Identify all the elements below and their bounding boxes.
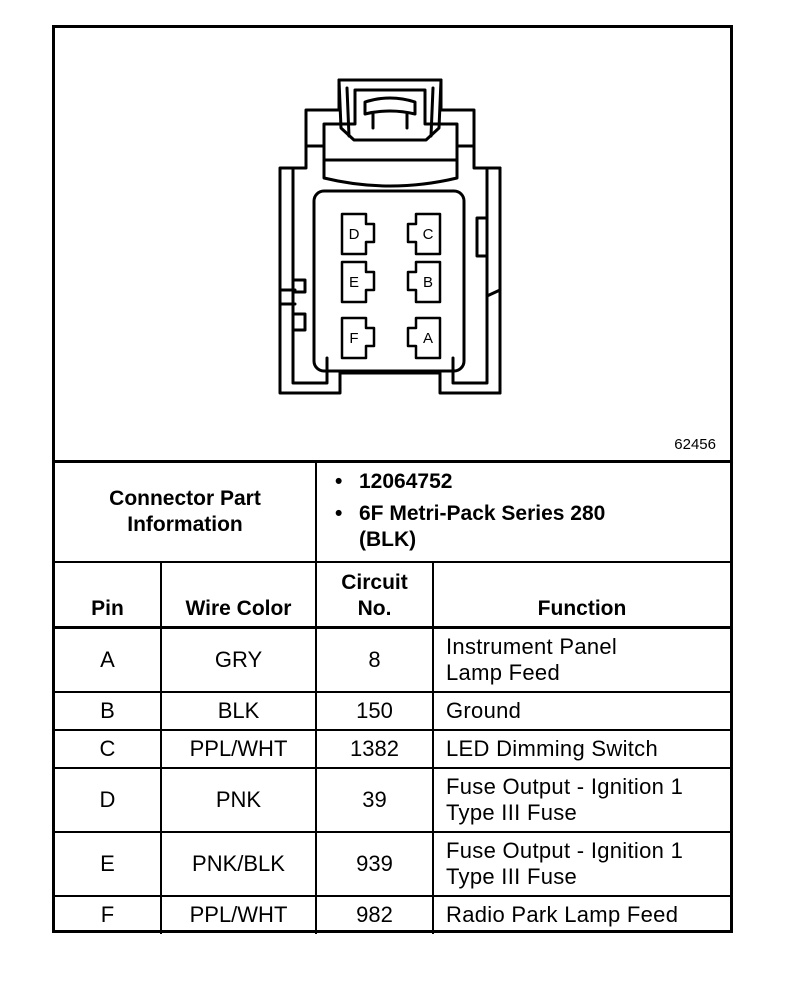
cavity-d: D [340,212,376,256]
cavity-grid: D C E B F A [340,212,442,360]
part-info-list: 12064752 6F Metri-Pack Series 280 (BLK) [317,469,730,553]
wire-color-cell: BLK [160,690,317,731]
function-line: Instrument Panel [446,633,618,659]
function-line: Type III Fuse [446,863,578,889]
connector-diagram: D C E B F A 62456 [55,28,730,460]
part-number: 12064752 [335,469,730,495]
pin-cell: C [55,728,162,769]
cavity-outline [406,212,442,256]
function-header: Function [432,560,730,628]
pinout-table: Connector Part Information 12064752 6F M… [55,460,730,934]
cavity-f: F [340,316,376,360]
part-info-label: Connector Part Information [55,460,317,563]
circuit-cell: 982 [315,894,434,934]
cavity-label: C [423,226,434,243]
locking-tab [304,78,476,148]
circuit-no-header-line2: No. [357,597,392,620]
function-line: Fuse Output - Ignition 1 [446,837,684,863]
connector-face-drawing: D C E B F A [278,78,502,395]
wire-color-cell: PPL/WHT [160,894,317,934]
function-line: Type III Fuse [446,799,578,825]
cavity-e: E [340,260,376,304]
circuit-no-header: Circuit No. [315,560,434,628]
wire-color-cell: PNK [160,766,317,833]
cavity-b: B [406,260,442,304]
function-line: Radio Park Lamp Feed [446,902,679,927]
wire-color-header: Wire Color [160,560,317,628]
cavity-label: D [349,226,360,243]
function-line: Ground [446,697,522,723]
function-line: Fuse Output - Ignition 1 [446,773,684,799]
wire-color-cell: PNK/BLK [160,830,317,897]
cavity-a: A [406,316,442,360]
circuit-cell: 1382 [315,728,434,769]
pin-cell: A [55,626,162,693]
circuit-no-header-line1: Circuit [341,571,408,594]
pin-cell: B [55,690,162,731]
connector-housing [278,144,502,395]
cavity-c: C [406,212,442,256]
part-info-label-line2: Information [127,512,243,536]
circuit-cell: 150 [315,690,434,731]
cavity-label: B [423,274,433,291]
pin-header: Pin [55,560,162,628]
wire-color-cell: GRY [160,626,317,693]
function-cell: Radio Park Lamp Feed [432,894,730,934]
cavity-label: A [423,330,433,347]
cavity-outline [340,212,376,256]
part-info-row: Connector Part Information 12064752 6F M… [55,460,730,563]
part-info-label-line1: Connector Part [109,486,261,510]
circuit-cell: 39 [315,766,434,833]
cavity-outline [406,260,442,304]
part-info-values: 12064752 6F Metri-Pack Series 280 (BLK) [315,460,730,563]
pin-cell: F [55,894,162,934]
wire-color-cell: PPL/WHT [160,728,317,769]
function-cell: Ground [432,690,730,731]
circuit-cell: 939 [315,830,434,897]
cavity-outline [340,260,376,304]
circuit-cell: 8 [315,626,434,693]
column-header-row: Pin Wire Color Circuit No. Function [55,560,730,628]
function-line: Lamp Feed [446,659,560,685]
connector-series: 6F Metri-Pack Series 280 (BLK) [335,501,619,553]
cavity-label: E [349,274,359,291]
figure-number: 62456 [674,436,716,453]
pin-cell: D [55,766,162,833]
function-line: LED Dimming Switch [446,735,659,761]
cavity-label: F [349,330,358,347]
pin-cell: E [55,830,162,897]
cavity-outline [340,316,376,360]
cavity-outline [406,316,442,360]
function-cell: LED Dimming Switch [432,728,730,769]
